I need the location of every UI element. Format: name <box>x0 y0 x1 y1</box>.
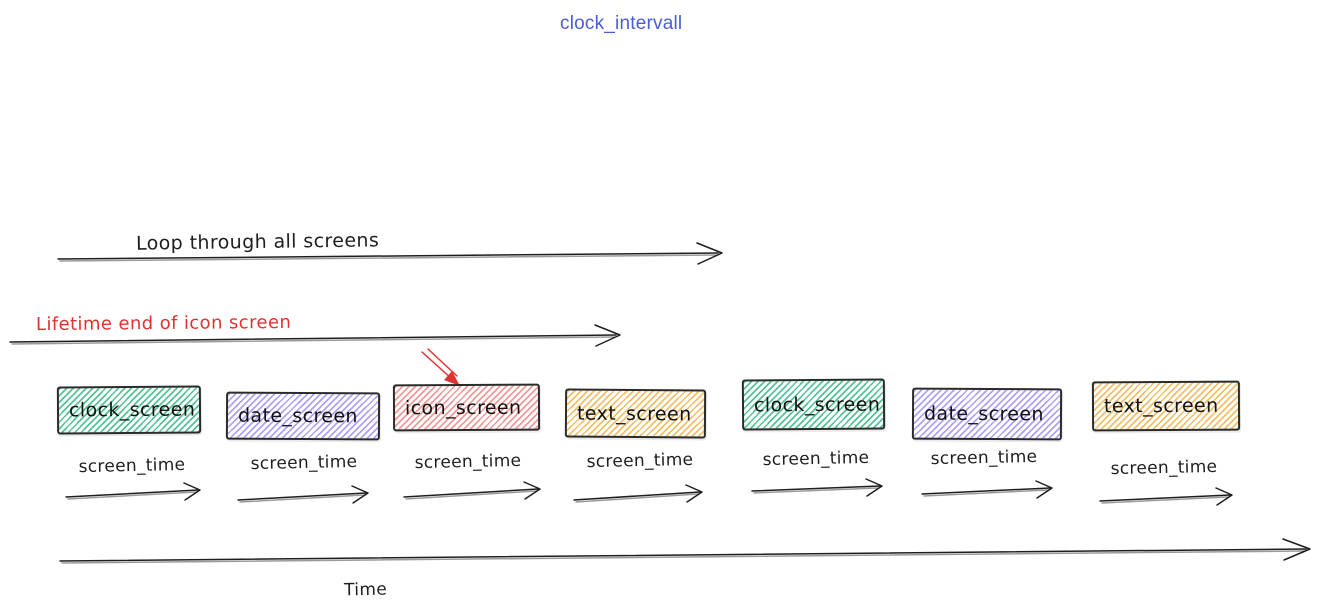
screen-box-label: date_screen <box>923 402 1044 426</box>
screen-box-clock-1: clock_screen <box>56 385 202 435</box>
loop-arrow-label: Loop through all screens <box>135 229 380 255</box>
screen-box-label: date_screen <box>237 404 358 428</box>
screen-box-label: text_screen <box>576 402 692 425</box>
time-axis-label: Time <box>343 579 388 601</box>
screen-time-arrow-5 <box>751 478 883 497</box>
screen-box-label: text_screen <box>1103 394 1219 418</box>
screen-time-arrow-6 <box>921 480 1053 499</box>
screen-box-icon: icon_screen <box>392 383 541 432</box>
screen-time-arrow-4 <box>573 484 703 503</box>
screen-time-label-7: screen_time <box>1110 456 1218 480</box>
screen-box-text-1: text_screen <box>564 388 707 439</box>
screen-time-arrow-2 <box>237 485 369 504</box>
screen-time-label-4: screen_time <box>586 449 694 473</box>
screen-time-label-3: screen_time <box>414 450 522 474</box>
lifetime-arrow-label: Lifetime end of icon screen <box>35 311 292 336</box>
screen-time-label-2: screen_time <box>250 451 358 475</box>
screen-time-arrow-1 <box>65 482 201 501</box>
screen-time-label-1: screen_time <box>78 454 186 478</box>
screen-time-label-5: screen_time <box>762 447 870 471</box>
time-axis-arrow <box>59 538 1311 564</box>
screen-time-arrow-3 <box>403 481 541 500</box>
screen-box-text-2: text_screen <box>1091 380 1241 432</box>
screen-box-date-1: date_screen <box>225 391 381 441</box>
screen-box-clock-2: clock_screen <box>741 378 886 431</box>
screen-time-arrow-7 <box>1099 487 1233 506</box>
screen-time-label-6: screen_time <box>930 446 1038 470</box>
icon-screen-pointer-arrow <box>421 348 460 386</box>
screen-box-date-2: date_screen <box>911 387 1063 441</box>
screen-box-label: clock_screen <box>753 393 881 416</box>
screen-box-label: icon_screen <box>404 396 522 419</box>
diagram-title: clock_intervall <box>560 13 683 34</box>
screen-box-label: clock_screen <box>68 398 196 422</box>
